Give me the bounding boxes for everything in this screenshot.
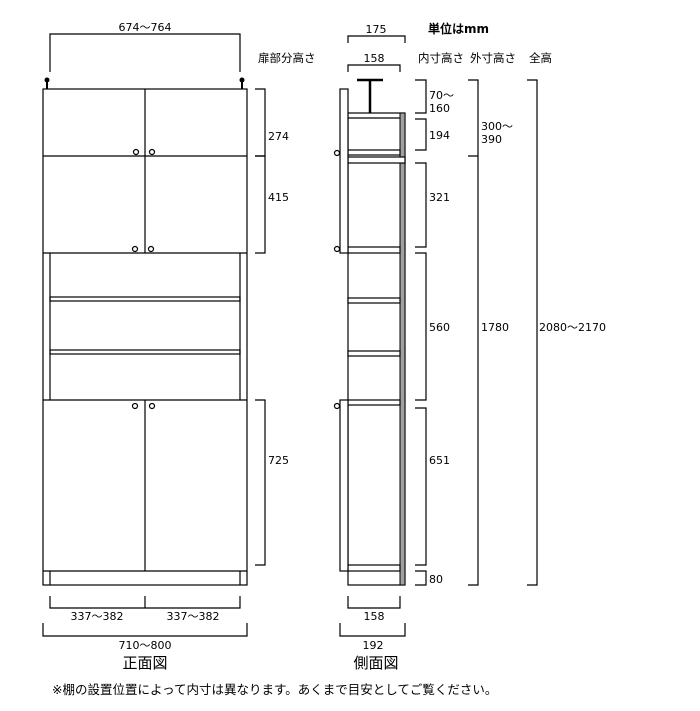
unit-label: 単位はmm <box>428 21 489 36</box>
back-panel <box>399 112 406 586</box>
total-height: 2080～2170 <box>539 321 606 334</box>
side-lower-door <box>339 399 349 572</box>
inner-height-651: 651 <box>429 454 450 467</box>
header-door-height: 扉部分高さ <box>258 51 316 65</box>
front-shelf <box>49 349 241 355</box>
footnote: ※棚の設置位置によって内寸は異なります。あくまで目安としてご覧ください。 <box>52 682 497 697</box>
inner-height-top-2: 160 <box>429 102 450 115</box>
half-width-left: 337～382 <box>71 610 124 623</box>
header-outer-height: 外寸高さ <box>470 51 516 65</box>
side-upper-door <box>339 88 349 254</box>
tension-rod-icon <box>357 78 383 113</box>
side-inner-depth-bottom: 158 <box>364 610 385 623</box>
outer-height-top-2: 390 <box>481 133 502 146</box>
side-view: 175 158 70～ 160 194 321 560 651 80 <box>333 23 606 672</box>
side-inner-depth-top: 158 <box>364 52 385 65</box>
total-width: 710～800 <box>119 639 172 652</box>
door-knob-icon <box>333 149 341 410</box>
half-width-right: 337～382 <box>167 610 220 623</box>
inner-height-80: 80 <box>429 573 443 586</box>
front-shelf <box>49 296 241 302</box>
adjuster-bolt-icon <box>44 77 245 89</box>
front-view-caption: 正面図 <box>122 654 167 672</box>
inner-height-321: 321 <box>429 191 450 204</box>
side-depth-top: 175 <box>366 23 387 36</box>
door-upper-height: 274 <box>268 130 289 143</box>
inner-height-560: 560 <box>429 321 450 334</box>
header-inner-height: 内寸高さ <box>418 51 464 65</box>
door-lower-height: 725 <box>268 454 289 467</box>
outer-height-top-1: 300～ <box>481 120 513 133</box>
outer-height-1780: 1780 <box>481 321 509 334</box>
top-width-bracket <box>49 33 241 72</box>
inner-height-top-1: 70～ <box>429 89 454 102</box>
top-width-label: 674～764 <box>119 21 172 34</box>
door-upper-bracket <box>255 88 266 157</box>
door-knob-icon <box>131 148 156 410</box>
door-middle-height: 415 <box>268 191 289 204</box>
inner-height-194: 194 <box>429 129 450 142</box>
side-view-caption: 側面図 <box>353 654 398 672</box>
header-total-height: 全高 <box>529 51 552 65</box>
front-view: 674～764 274 415 725 <box>42 21 289 672</box>
side-depth-bottom: 192 <box>363 639 384 652</box>
